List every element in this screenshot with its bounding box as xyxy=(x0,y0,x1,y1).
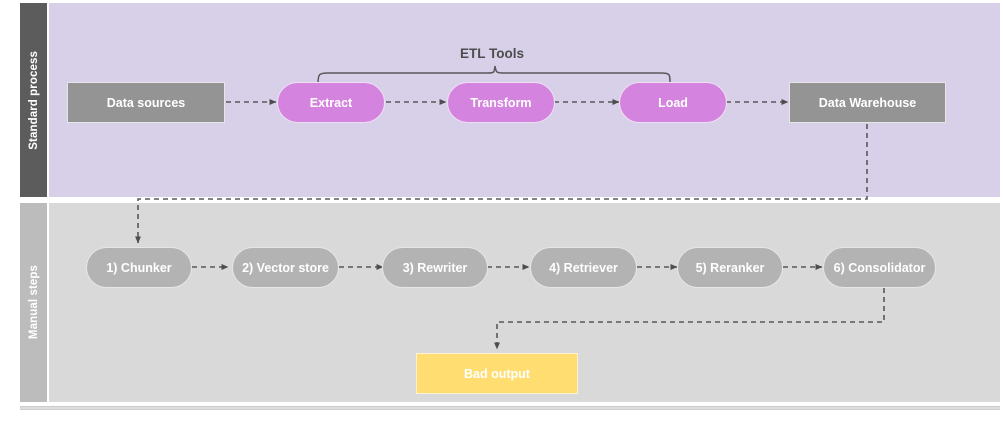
swimlane-label-text: Manual steps xyxy=(27,265,40,340)
node-transform[interactable]: Transform xyxy=(447,82,555,123)
node-extract[interactable]: Extract xyxy=(277,82,385,123)
node-rewriter[interactable]: 3) Rewriter xyxy=(382,247,488,288)
node-load[interactable]: Load xyxy=(619,82,727,123)
node-consolidator[interactable]: 6) Consolidator xyxy=(823,247,936,288)
bottom-divider-rule xyxy=(20,406,1000,410)
node-vector-store[interactable]: 2) Vector store xyxy=(232,247,339,288)
swimlane-label-standard-process: Standard process xyxy=(20,3,47,197)
node-data-sources[interactable]: Data sources xyxy=(67,82,225,123)
node-data-warehouse[interactable]: Data Warehouse xyxy=(789,82,946,123)
node-chunker[interactable]: 1) Chunker xyxy=(86,247,192,288)
node-bad-output[interactable]: Bad output xyxy=(416,353,578,394)
node-retriever[interactable]: 4) Retriever xyxy=(530,247,637,288)
swimlane-label-text: Standard process xyxy=(27,50,40,150)
swimlane-label-manual-steps: Manual steps xyxy=(20,203,47,402)
node-reranker[interactable]: 5) Reranker xyxy=(677,247,783,288)
etl-tools-label: ETL Tools xyxy=(460,46,524,61)
